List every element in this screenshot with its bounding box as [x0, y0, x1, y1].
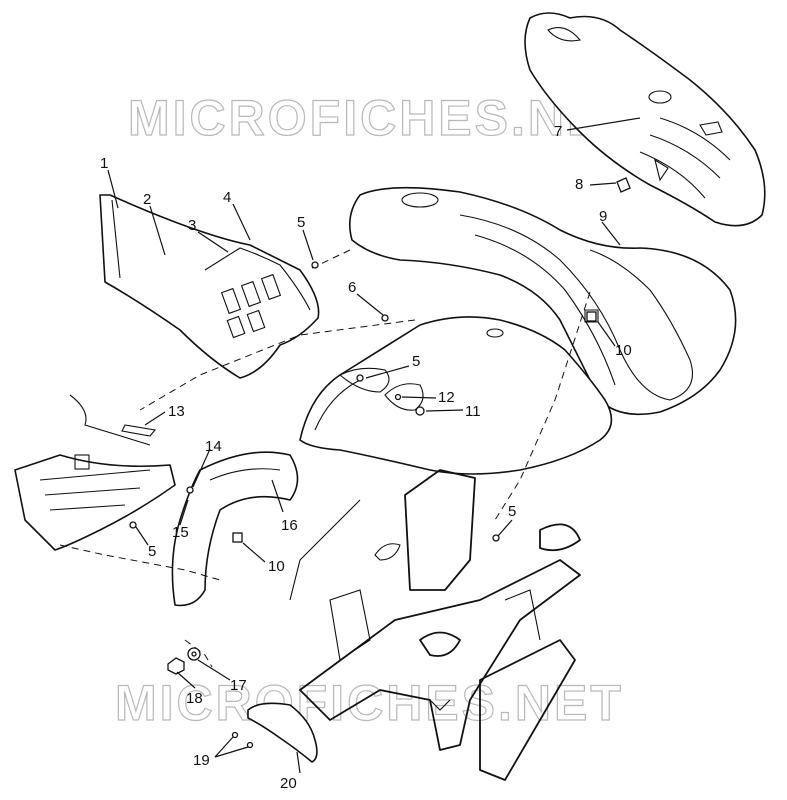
callout-2: 2 — [143, 191, 151, 208]
callout-4: 4 — [223, 189, 231, 206]
callout-15: 15 — [172, 524, 189, 541]
callout-20: 20 — [280, 775, 297, 792]
part-footrest — [14, 394, 176, 551]
assembly-line — [494, 291, 591, 521]
watermark-bottom: MICROFICHES.NET — [115, 675, 624, 731]
part-frame — [289, 469, 581, 781]
part-guard-20 — [247, 702, 318, 763]
callout-9: 9 — [599, 208, 607, 225]
callout-7: 7 — [554, 123, 562, 140]
callout-5-left: 5 — [148, 543, 156, 560]
part-splash-guard — [171, 451, 299, 607]
callout-8: 8 — [575, 176, 583, 193]
callout-10-left: 10 — [268, 558, 285, 575]
callout-18: 18 — [186, 690, 203, 707]
part-rear-fender — [349, 186, 737, 416]
part-side-panel — [99, 194, 320, 379]
assembly-line — [184, 639, 213, 668]
callout-11: 11 — [465, 403, 481, 420]
callout-16: 16 — [281, 517, 298, 534]
callout-17: 17 — [230, 677, 247, 694]
callout-labels: 1 2 3 4 5 5 5 5 6 7 8 9 10 10 11 12 13 1… — [100, 123, 632, 792]
assembly-line — [139, 319, 416, 411]
callout-19: 19 — [193, 752, 210, 769]
hardware — [129, 177, 631, 749]
callout-10-rear: 10 — [615, 342, 632, 359]
callout-14: 14 — [205, 438, 222, 455]
callout-3: 3 — [188, 217, 196, 234]
part-front-fender — [299, 316, 613, 475]
part-seat — [524, 12, 766, 227]
callout-5-frame: 5 — [508, 503, 516, 520]
leader-lines — [107, 117, 641, 774]
callout-1: 1 — [100, 155, 108, 172]
assembly-line — [59, 544, 221, 581]
callout-6: 6 — [348, 279, 356, 296]
callout-12: 12 — [438, 389, 455, 406]
callout-13: 13 — [168, 403, 185, 420]
callout-5-top: 5 — [297, 214, 305, 231]
callout-5-fender: 5 — [412, 353, 420, 370]
